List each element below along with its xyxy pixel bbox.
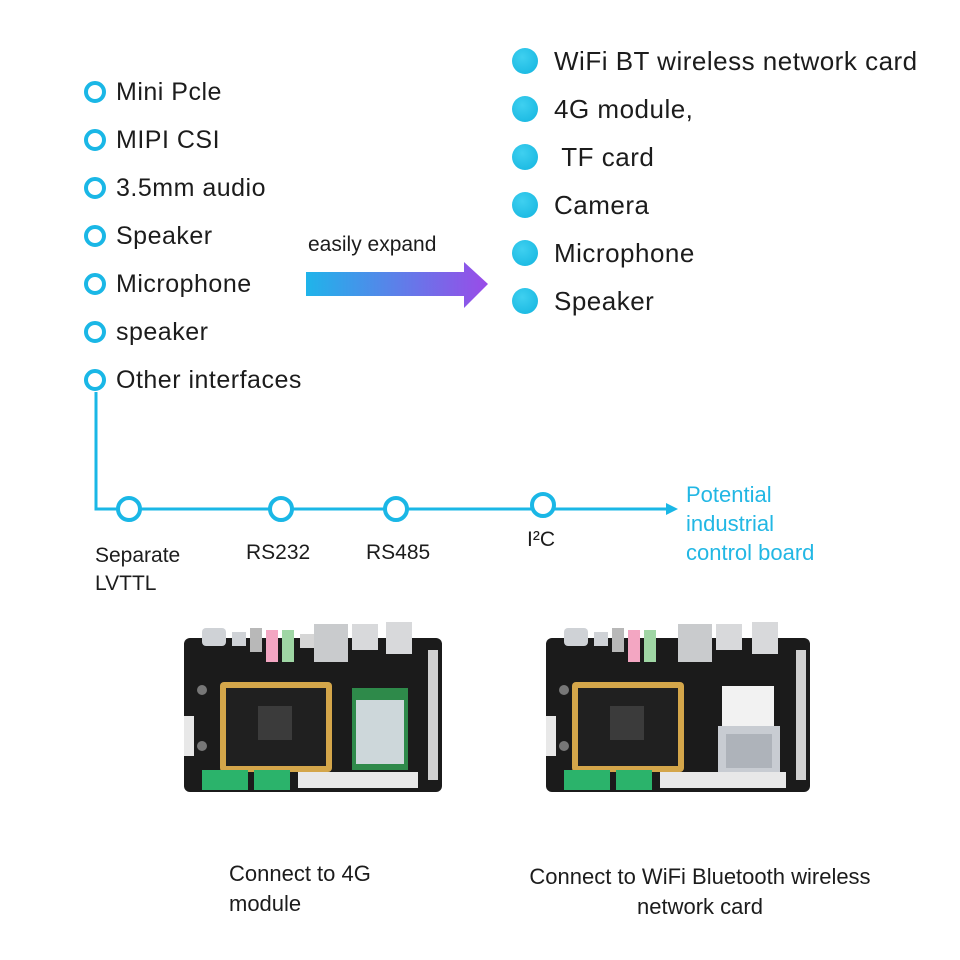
ring-bullet-icon bbox=[84, 129, 106, 151]
list-item: 4G module, bbox=[512, 91, 693, 127]
interface-label: I²C bbox=[527, 528, 555, 551]
list-item: Other interfaces bbox=[84, 362, 302, 398]
board-image-4g bbox=[184, 622, 442, 792]
list-item: Mini Pcle bbox=[84, 74, 222, 110]
ring-bullet-icon bbox=[84, 81, 106, 103]
list-item-label: 4G module, bbox=[554, 93, 694, 124]
board-caption: Connect to WiFi Bluetooth wireless netwo… bbox=[529, 864, 871, 919]
list-item: speaker bbox=[84, 314, 208, 350]
list-item-label: MIPI CSI bbox=[116, 125, 221, 154]
list-item: Speaker bbox=[512, 283, 654, 319]
interface-label: Separate LVTTL bbox=[95, 544, 181, 595]
list-item-label: speaker bbox=[116, 317, 209, 346]
ring-bullet-icon bbox=[84, 273, 106, 295]
list-item: Microphone bbox=[512, 235, 695, 271]
list-item-label: TF card bbox=[554, 141, 655, 172]
ring-bullet-icon bbox=[84, 369, 106, 391]
ring-bullet-icon bbox=[84, 177, 106, 199]
board-caption: Connect to 4G module bbox=[229, 861, 371, 916]
list-item-label: Camera bbox=[554, 189, 650, 220]
node-icon bbox=[383, 496, 409, 522]
list-item: 3.5mm audio bbox=[84, 170, 266, 206]
connector-line bbox=[94, 392, 678, 522]
node-icon bbox=[116, 496, 142, 522]
list-item: Microphone bbox=[84, 266, 252, 302]
list-item-label: Mini Pcle bbox=[116, 77, 222, 106]
interface-label: RS232 bbox=[246, 541, 311, 564]
ring-bullet-icon bbox=[84, 321, 106, 343]
list-item-label: Speaker bbox=[554, 285, 655, 316]
list-item-label: Other interfaces bbox=[116, 365, 302, 394]
node-icon bbox=[530, 492, 556, 518]
node-icon bbox=[268, 496, 294, 522]
list-item: WiFi BT wireless network card bbox=[512, 43, 918, 79]
dot-bullet-icon bbox=[512, 96, 538, 122]
dot-bullet-icon bbox=[512, 192, 538, 218]
dot-bullet-icon bbox=[512, 240, 538, 266]
interface-label: RS485 bbox=[366, 541, 431, 564]
list-item-label: Microphone bbox=[116, 269, 252, 298]
list-item-label: WiFi BT wireless network card bbox=[554, 45, 918, 76]
dot-bullet-icon bbox=[512, 144, 538, 170]
expand-label: easily expand bbox=[308, 233, 437, 256]
list-item-label: Microphone bbox=[554, 237, 695, 268]
list-item-label: 3.5mm audio bbox=[116, 173, 267, 202]
list-item: Camera bbox=[512, 187, 649, 223]
dot-bullet-icon bbox=[512, 288, 538, 314]
target-label: Potential industrial control board bbox=[686, 482, 815, 565]
list-item: MIPI CSI bbox=[84, 122, 220, 158]
ring-bullet-icon bbox=[84, 225, 106, 247]
board-image-wifi bbox=[546, 622, 810, 792]
list-item-label: Speaker bbox=[116, 221, 213, 250]
dot-bullet-icon bbox=[512, 48, 538, 74]
expand-arrow-icon bbox=[306, 262, 488, 308]
list-item: TF card bbox=[512, 139, 654, 175]
list-item: Speaker bbox=[84, 218, 213, 254]
